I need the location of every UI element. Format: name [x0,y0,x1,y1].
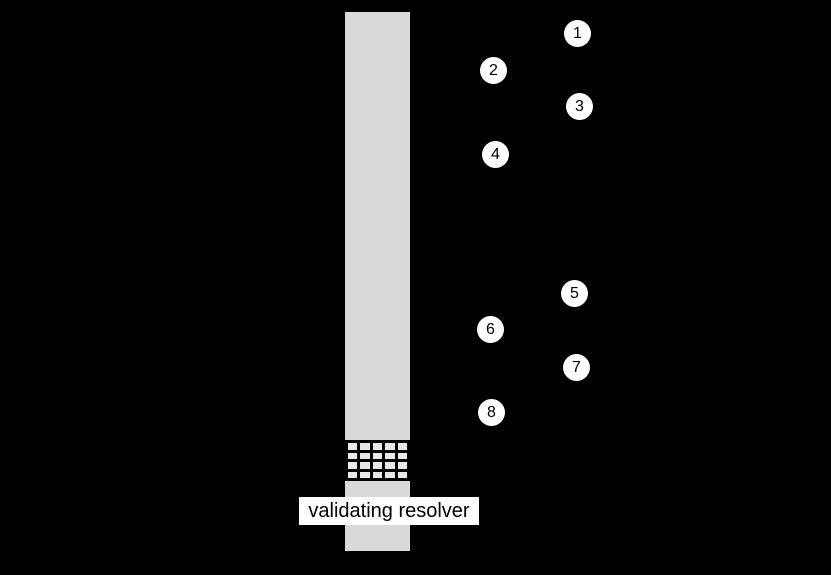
grid-square [385,443,395,450]
grid-square [397,471,407,478]
grid-square [385,452,395,459]
grid-square [348,452,358,459]
grid-square [397,452,407,459]
grid-square [372,443,383,450]
resolver-grid [345,440,410,481]
grid-square [372,452,383,459]
grid-square [372,462,383,469]
step-circle-7: 7 [563,354,590,381]
grid-square [360,471,370,478]
step-circle-3: 3 [566,93,593,120]
grid-square [397,443,407,450]
step-circle-4: 4 [482,141,509,168]
step-circle-2: 2 [480,57,507,84]
grid-square [397,462,407,469]
resolver-label: validating resolver [299,497,479,525]
grid-square [360,462,370,469]
grid-square [385,471,395,478]
step-circle-1: 1 [564,20,591,47]
grid-square [385,462,395,469]
step-circle-8: 8 [478,399,505,426]
grid-square [360,452,370,459]
step-circle-5: 5 [561,280,588,307]
grid-square [348,471,358,478]
step-circle-6: 6 [477,316,504,343]
grid-square [348,462,358,469]
grid-square [360,443,370,450]
grid-square [348,443,358,450]
grid-square [372,471,383,478]
